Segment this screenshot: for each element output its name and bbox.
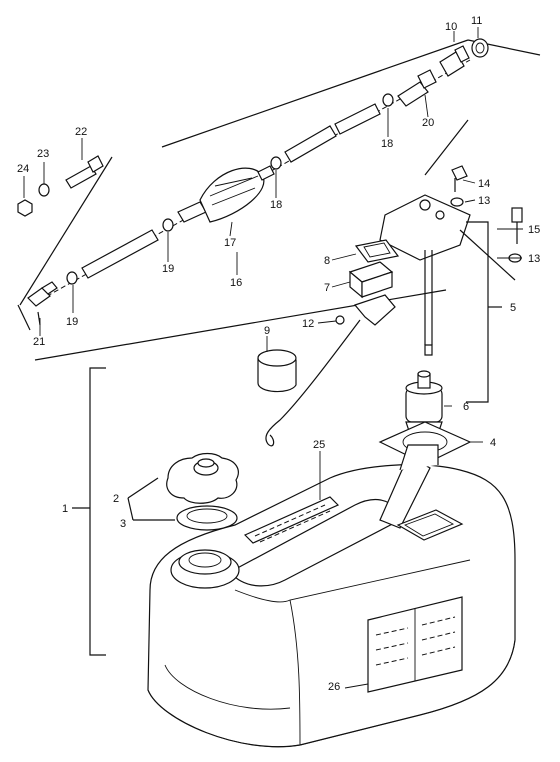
callout-24: 24	[17, 163, 29, 175]
callout-4: 4	[490, 437, 496, 449]
callout-25: 25	[313, 439, 325, 451]
callout-22: 22	[75, 126, 87, 138]
callout-13a: 13	[478, 195, 490, 207]
cap-gasket-3	[176, 505, 238, 531]
bolt-14	[451, 165, 468, 181]
filler-neck	[170, 549, 240, 589]
label-25	[243, 496, 340, 544]
callout-23: 23	[37, 148, 49, 160]
callout-3: 3	[120, 518, 126, 530]
callout-12: 12	[302, 318, 314, 330]
label-26	[367, 596, 463, 693]
gauge-bracket	[379, 194, 471, 261]
callout-1: 1	[62, 503, 68, 515]
callout-19b: 19	[66, 316, 78, 328]
nut-24	[17, 199, 33, 217]
bolt-15	[511, 207, 523, 223]
connector-21	[27, 281, 58, 326]
callout-18a: 18	[381, 138, 393, 150]
clip-18a	[270, 156, 282, 170]
hose-segment-c	[334, 103, 381, 135]
float-9	[257, 349, 297, 393]
clip-18b	[382, 93, 394, 107]
fitting-10	[439, 45, 470, 77]
fuel-line-assembly	[17, 38, 541, 361]
callout-2: 2	[113, 493, 119, 505]
callout-17: 17	[224, 237, 236, 249]
callout-7: 7	[324, 282, 330, 294]
elbow-fitting-22	[65, 155, 104, 189]
vent-plate	[396, 509, 464, 541]
screw-12	[335, 315, 345, 325]
callout-10: 10	[445, 21, 457, 33]
callout-13b: 13	[528, 253, 540, 265]
group-brackets	[72, 221, 502, 656]
washer-13a	[450, 197, 464, 207]
fuel-cap-2	[166, 452, 239, 504]
primer-bulb-17	[177, 165, 275, 223]
washer-23	[38, 183, 50, 197]
callout-21: 21	[33, 336, 45, 348]
washer-11	[471, 38, 489, 58]
callout-15: 15	[528, 224, 540, 236]
hose-segment-a	[81, 229, 159, 279]
callout-5: 5	[510, 302, 516, 314]
hose-segment-b	[284, 125, 337, 163]
clip-19b	[162, 218, 174, 232]
leader-lines	[23, 27, 523, 689]
callout-16: 16	[230, 277, 242, 289]
callout-26: 26	[328, 681, 340, 693]
float-arm-plate	[353, 294, 396, 326]
callout-19a: 19	[162, 263, 174, 275]
gauge-assembly	[257, 165, 523, 465]
fuel-tank-26	[147, 444, 516, 748]
callout-labels: 1 2 3 4 5 6 7 8 9 10 11 12 13 13 14 15 1…	[17, 15, 540, 693]
callout-18b: 18	[270, 199, 282, 211]
gasket-8	[354, 239, 400, 263]
callout-20: 20	[422, 117, 434, 129]
callout-11: 11	[471, 15, 482, 27]
connector-20	[397, 69, 437, 107]
callout-14: 14	[478, 178, 490, 190]
clip-19a	[66, 271, 78, 285]
callout-6: 6	[463, 401, 469, 413]
callout-8: 8	[324, 255, 330, 267]
callout-9: 9	[264, 325, 270, 337]
